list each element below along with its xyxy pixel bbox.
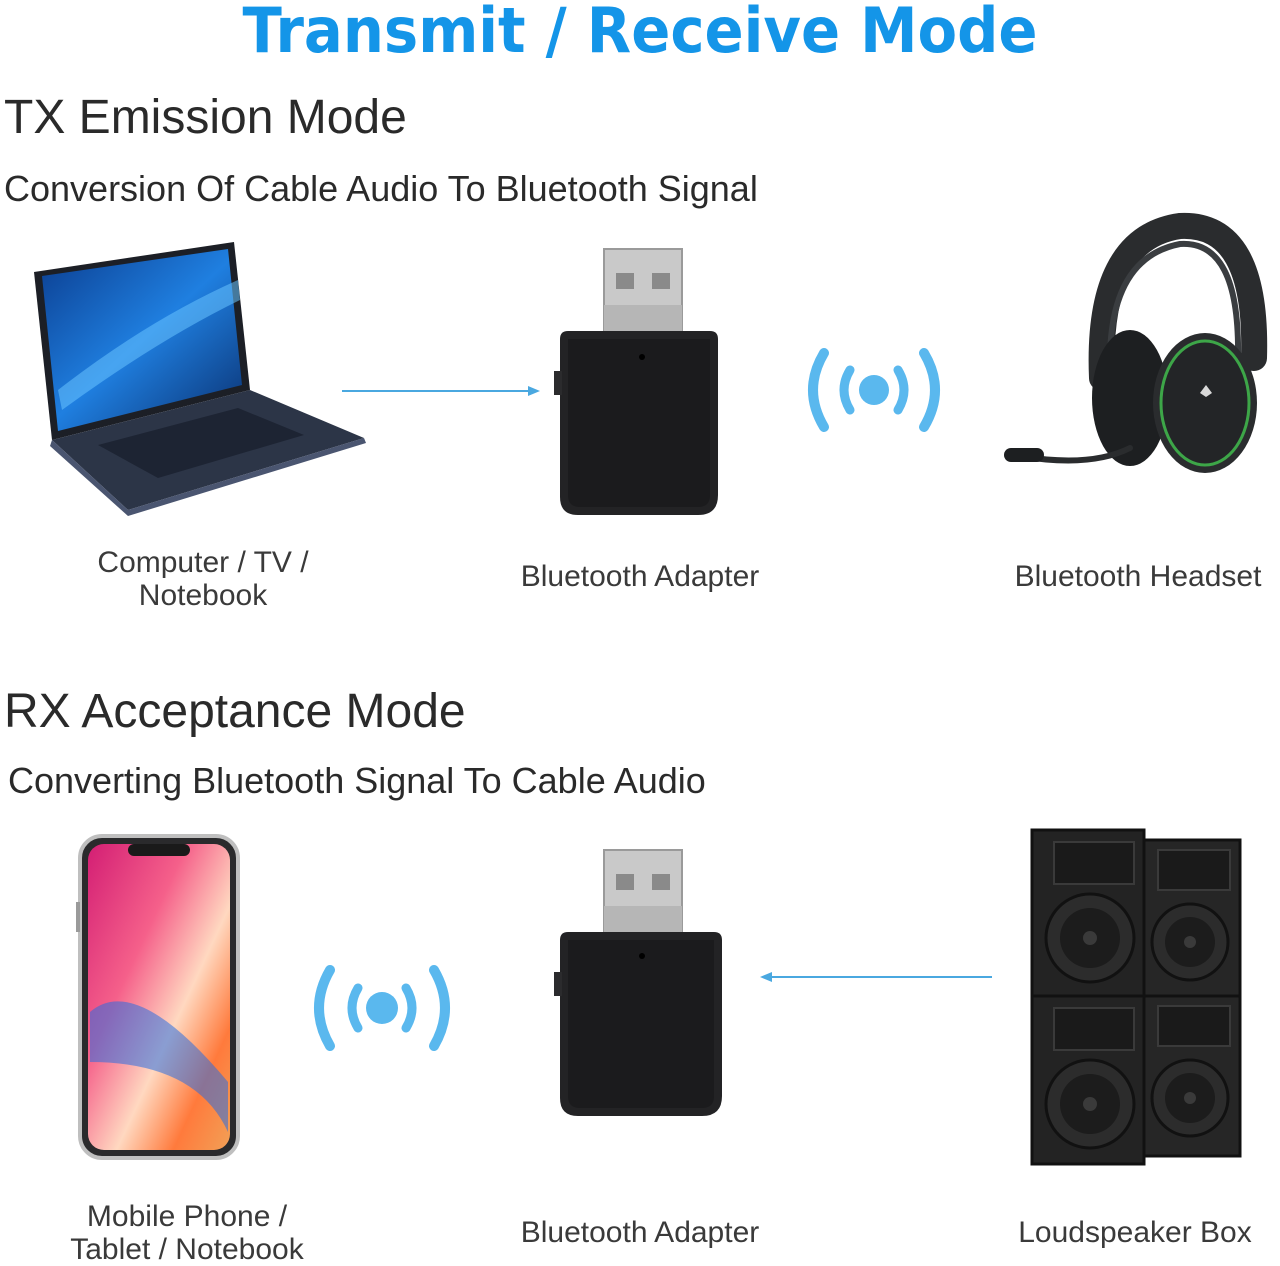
usb-bluetooth-adapter-icon: [554, 849, 722, 1116]
speaker-cabinet: [1030, 828, 1146, 998]
wireless-signal-icon: [808, 348, 940, 432]
tx-adapter-label: Bluetooth Adapter: [520, 560, 760, 593]
tx-source-label: Computer / TV / Notebook: [48, 546, 358, 612]
speaker-stack-icon: [1030, 828, 1242, 1166]
rx-source-label-line2: Tablet / Notebook: [70, 1233, 304, 1266]
tx-source-label-line1: Computer / TV /: [97, 546, 309, 579]
tx-source-label-line2: Notebook: [138, 579, 268, 612]
tx-heading: TX Emission Mode: [4, 91, 407, 144]
page-title: Transmit / Receive Mode: [242, 0, 1038, 67]
rx-flow-arrow: [760, 972, 992, 982]
rx-source-label-line1: Mobile Phone /: [86, 1200, 288, 1233]
wireless-signal-icon: [314, 965, 450, 1051]
tx-flow-arrow: [342, 386, 540, 396]
rx-target-label: Loudspeaker Box: [1018, 1216, 1252, 1249]
rx-heading: RX Acceptance Mode: [4, 685, 466, 738]
smartphone-icon: [76, 834, 240, 1160]
speaker-cabinet: [1030, 994, 1146, 1166]
rx-source-label: Mobile Phone / Tablet / Notebook: [32, 1200, 342, 1266]
speaker-cabinet: [1142, 838, 1242, 998]
tx-subheading: Conversion Of Cable Audio To Bluetooth S…: [4, 168, 758, 209]
laptop-icon: [34, 242, 366, 516]
tx-target-label: Bluetooth Headset: [1014, 560, 1262, 593]
usb-bluetooth-adapter-icon: [554, 248, 718, 515]
rx-adapter-label: Bluetooth Adapter: [520, 1216, 760, 1249]
headset-icon: [1004, 212, 1268, 473]
speaker-cabinet: [1142, 994, 1242, 1158]
rx-subheading: Converting Bluetooth Signal To Cable Aud…: [8, 760, 706, 801]
